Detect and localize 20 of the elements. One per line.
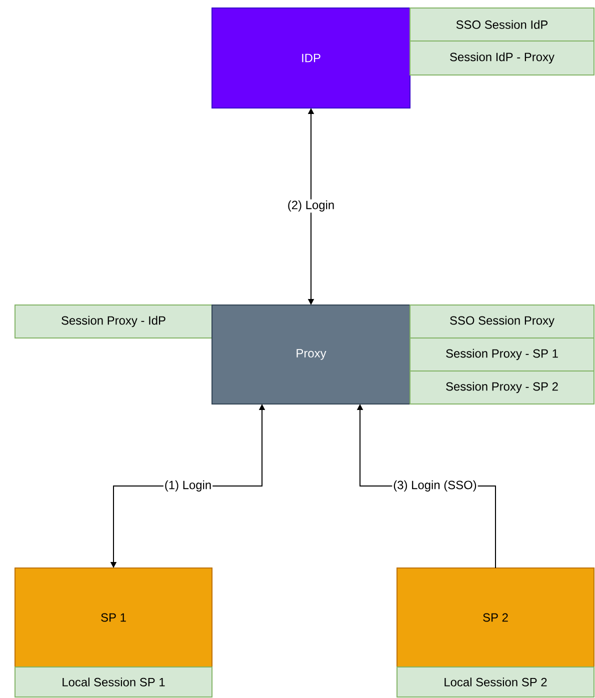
session-box: Session Proxy - SP 2	[410, 370, 594, 404]
session-box: SSO Session IdP	[410, 8, 594, 42]
main-box: SP 1	[14, 568, 212, 668]
main-box: Proxy	[212, 304, 410, 404]
session-box: Session Proxy - IdP	[14, 304, 212, 338]
node-label: Session Proxy - SP 1	[446, 348, 558, 360]
node-label: SSO Session Proxy	[450, 316, 554, 328]
edge-label: (1) Login	[163, 479, 213, 493]
edge-label: (3) Login (SSO)	[392, 479, 478, 493]
main-box: IDP	[212, 8, 410, 108]
session-box: SSO Session Proxy	[410, 304, 594, 338]
edge-label: (2) Login	[286, 199, 336, 213]
session-box: Session Proxy - SP 1	[410, 338, 594, 372]
node-label: SSO Session IdP	[456, 20, 548, 29]
main-box: SP 2	[396, 568, 594, 668]
node-label: Session IdP - Proxy	[450, 52, 554, 64]
session-box: Local Session SP 2	[396, 666, 594, 698]
node-label: Session Proxy - SP 2	[446, 382, 558, 394]
session-box: Local Session SP 1	[14, 666, 212, 698]
session-box: Session IdP - Proxy	[410, 40, 594, 76]
